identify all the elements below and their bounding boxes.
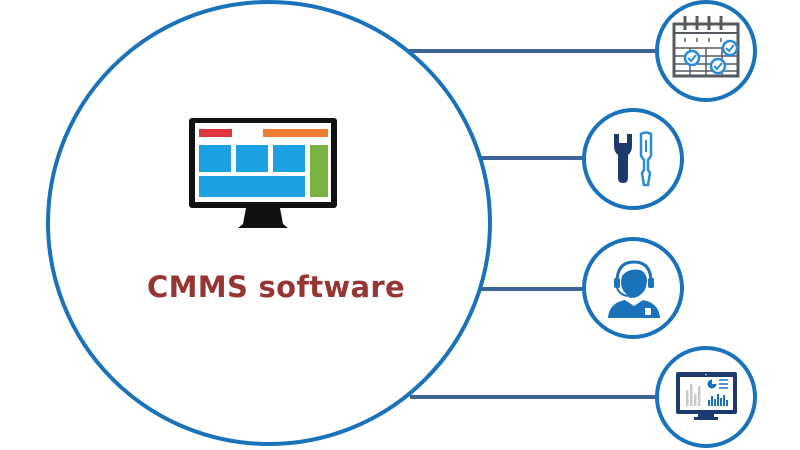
- headset-agent-icon: [608, 260, 660, 318]
- dashboard-tile: [236, 145, 268, 172]
- node-scheduling: [655, 0, 757, 102]
- analytics-monitor-icon: [676, 372, 737, 420]
- dashboard-bar-red: [199, 129, 232, 137]
- check-badge: [683, 49, 701, 67]
- pie-chart-icon: [707, 379, 717, 389]
- dashboard-tile: [273, 145, 305, 172]
- node-maintenance-tools: [582, 108, 684, 210]
- dashboard-tile: [199, 145, 231, 172]
- legend-lines: [719, 379, 728, 389]
- screwdriver-icon: [639, 131, 653, 187]
- blue-bars: [708, 394, 728, 406]
- node-support: [582, 237, 684, 339]
- dashboard-bar-orange: [263, 129, 328, 137]
- gray-bars: [686, 384, 701, 406]
- wrench-screwdriver-icon: [614, 131, 653, 187]
- check-badge: [721, 39, 739, 57]
- check-badge: [709, 57, 727, 75]
- monitor-dashboard-icon: [189, 118, 337, 228]
- dashboard-sidebar-green: [310, 145, 328, 197]
- wrench-icon: [614, 134, 632, 183]
- connectors: [407, 49, 656, 399]
- dashboard-tile-wide: [199, 176, 305, 197]
- calendar-check-icon: [672, 16, 740, 78]
- node-circle: [582, 108, 684, 210]
- hub-title: CMMS software: [147, 270, 405, 304]
- node-reporting-analytics: [655, 346, 757, 448]
- monitor-stand: [238, 208, 288, 228]
